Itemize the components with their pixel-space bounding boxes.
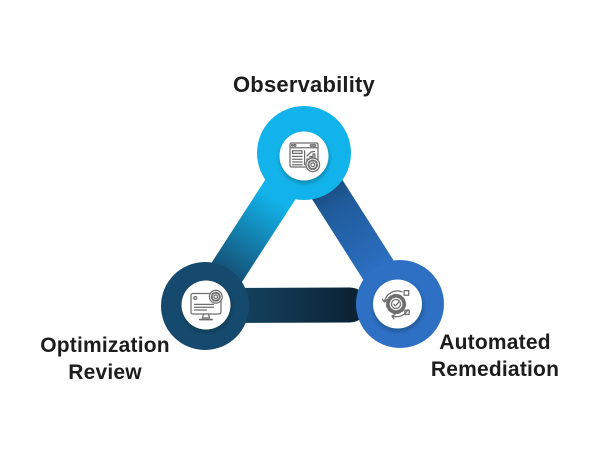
report-analytics-gear-icon — [289, 142, 321, 173]
node-label-optimization-line2: Review — [68, 361, 142, 384]
node-label-observability: Observability — [154, 72, 454, 98]
node-label-remediation-line1: Automated — [439, 331, 551, 354]
node-label-optimization-review: Optimization Review — [0, 332, 225, 386]
node-label-observability-text: Observability — [233, 72, 375, 97]
node-label-remediation-line2: Remediation — [430, 358, 560, 381]
monitor-settings-icon — [190, 289, 223, 321]
automation-gear-check-icon — [381, 289, 410, 320]
node-label-automated-remediation: Automated Remediation — [375, 329, 600, 383]
node-label-optimization-line1: Optimization — [40, 334, 170, 357]
